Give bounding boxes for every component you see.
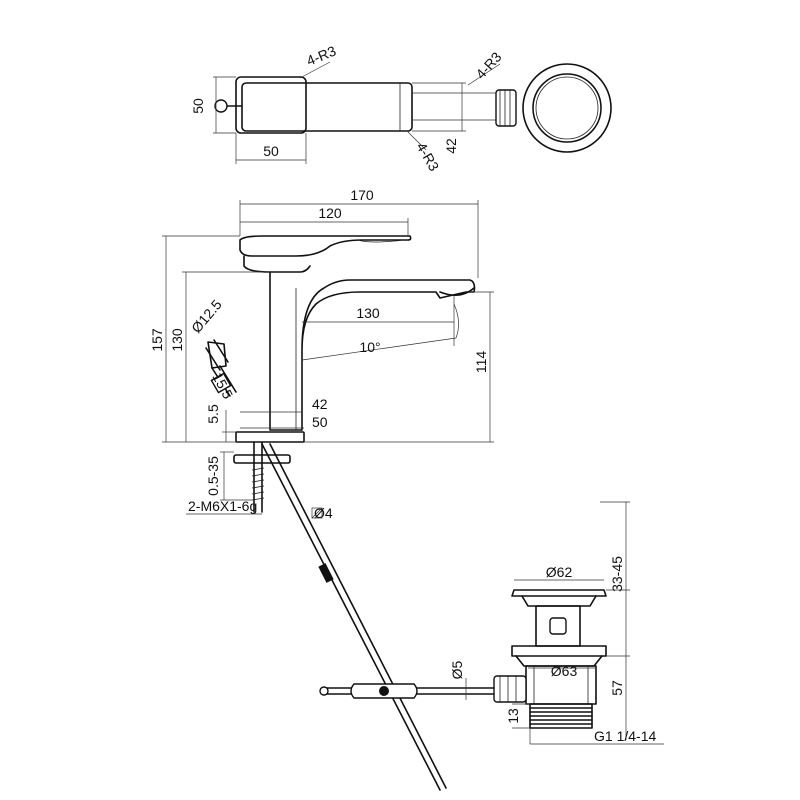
waste-view: Ø62 33-45 Ø63 Ø5 57 13 G1 1/4-14 (319, 501, 664, 745)
rod-hole-diameter-label: Ø5 (449, 660, 465, 679)
waste-flange-diameter-label: Ø63 (551, 663, 578, 679)
top-radius-label-bottom: 4-R3 (413, 140, 442, 174)
top-radius-label-right: 4-R3 (472, 49, 504, 82)
top-hose-knob (214, 99, 228, 113)
top-rod-nut (495, 89, 517, 127)
top-body-depth-label: 42 (443, 138, 459, 154)
side-popup-rod (261, 443, 441, 791)
side-view: 170 120 130 10° 114 157 130 Ø12.5 15.5 5… (149, 187, 494, 791)
lever-length-label: 120 (318, 205, 342, 221)
waste-thread-length-label: 13 (505, 708, 521, 724)
side-base-plate (235, 431, 305, 443)
top-height-label: 50 (190, 98, 206, 114)
rod-diameter-label: Ø4 (314, 505, 333, 521)
waste-cap (511, 589, 607, 597)
top-waste-cap-outer (522, 63, 612, 153)
top-lever-width-label: 50 (263, 143, 279, 159)
top-body-outline (241, 82, 413, 132)
waste-thread-label: G1 1/4-14 (594, 728, 656, 744)
spout-angle-label: 10° (359, 339, 380, 355)
waste-body-height-label: 57 (609, 680, 625, 696)
body-height-label: 130 (169, 328, 185, 352)
counter-top-range-label: 0.5-35 (205, 456, 221, 496)
base-diameter-label: 50 (312, 414, 328, 430)
body-diameter-label: 42 (312, 396, 328, 412)
waste-cap-range-label: 33-45 (609, 556, 625, 592)
hose-diameter-label: Ø12.5 (188, 296, 225, 336)
outlet-height-label: 114 (473, 351, 489, 374)
waste-stem-window (549, 617, 567, 635)
stud-thread-label: 2-M6X1-6g (188, 498, 257, 514)
hose-length-label: 15.5 (209, 370, 236, 402)
waste-side-nut (493, 675, 527, 703)
waste-thread-hatch (529, 707, 593, 725)
top-lever-outline (235, 76, 307, 134)
side-body (269, 271, 476, 431)
waste-flange (511, 645, 607, 657)
side-rod-clip (318, 563, 334, 583)
top-view: 50 50 42 4-R3 4-R3 4-R3 (190, 42, 612, 174)
overall-height-label: 157 (149, 328, 165, 352)
top-waste-cap-inner (532, 73, 602, 143)
spout-reach-label: 130 (356, 305, 380, 321)
side-lever (239, 235, 412, 257)
side-stud-threads (251, 467, 265, 501)
base-plate-thickness-label: 5.5 (205, 404, 221, 424)
overall-length-label: 170 (350, 187, 374, 203)
top-radius-label-left: 4-R3 (304, 42, 338, 68)
waste-cap-diameter-label: Ø62 (546, 564, 573, 580)
